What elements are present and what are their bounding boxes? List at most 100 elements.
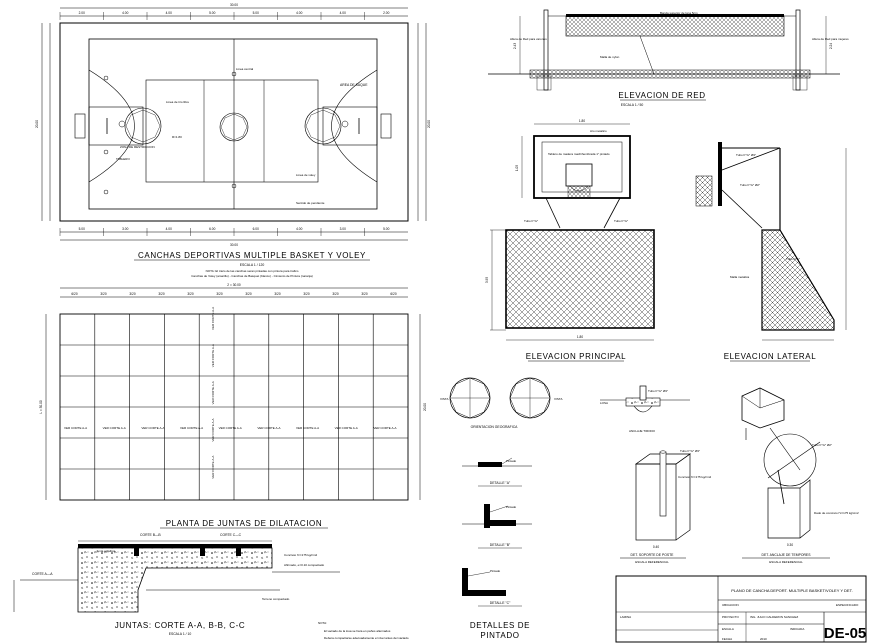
joint-label: VER CORTE A-A xyxy=(64,426,87,430)
joint-col-dim: 3/20 xyxy=(158,292,164,296)
court-total-width: 30.00 xyxy=(230,3,238,7)
joint-label: VER CORTE A-A xyxy=(219,426,242,430)
joint-label-v: VER CORTE A-A xyxy=(211,307,215,330)
juntas-scale: ESCALA 1 / 10 xyxy=(169,632,192,636)
detalle-b-title: DETALLE "B" xyxy=(490,543,511,547)
tb-row4-value: 2010 xyxy=(760,637,767,641)
joint-col-dim: 6/20 xyxy=(390,292,396,296)
tubo-fo-right: Tubo F°G° xyxy=(614,219,629,223)
juntas-corte-title: JUNTAS: CORTE A-A, B-B, C-C xyxy=(115,621,246,630)
detalle-c-title: DETALLE "C" xyxy=(490,601,511,605)
court-total-height: 20.00 xyxy=(35,120,39,128)
detalle-a-title: DETALLE "A" xyxy=(490,481,511,485)
tubo-lateral-3: Tubo F°G° xyxy=(786,257,801,261)
orient-right: VISTA xyxy=(554,397,562,401)
court-bottom-dim: 6.00 xyxy=(253,227,259,231)
joint-col-dim: 6/20 xyxy=(71,292,77,296)
joint-labels: VER CORTE A-A VER CORTE A-A VER CORTE A-A V… xyxy=(64,307,396,479)
joints-top-total: 2 = 30.00 xyxy=(227,283,241,287)
canchas-note-2: Canchas de Voley (amarillo) - Canchas de… xyxy=(191,274,313,278)
court-total-height-right: 20.00 xyxy=(427,120,431,128)
sentido-label: Sentido de pendiente xyxy=(296,201,325,205)
joint-col-dim: 3/20 xyxy=(129,292,135,296)
elevacion-red: Altura de Red para varones Altura de Red… xyxy=(488,9,849,107)
joint-label: VER CORTE A-A xyxy=(257,426,280,430)
joints-left-dim: L = 30.00 xyxy=(39,400,43,413)
det-anclaje-title: DET. ANCLAJE DE TEMPORES xyxy=(762,553,812,557)
court-bottom-dim: 5.00 xyxy=(79,227,85,231)
orient-left: VISTA xyxy=(440,397,448,401)
joint-label: VER CORTE A-A xyxy=(180,426,203,430)
tubo-fo-left: Tubo F°G° xyxy=(524,219,539,223)
joint-label: VER CORTE A-A xyxy=(296,426,319,430)
joint-grid xyxy=(60,314,408,500)
joint-label-v: VER CORTE A-A xyxy=(211,456,215,479)
orientacion: VISTA VISTA ORIENTACION GEOGRAFICA xyxy=(440,377,562,429)
elevacion-lateral: Tubo F°G° Ø3" Tubo F°G° Ø2" Tubo F°G° Ma… xyxy=(695,142,847,362)
elevacion-principal: 1.80 1.05 Aro metalico Tablero de madera… xyxy=(485,119,655,362)
tb-row1-label: UBICACION xyxy=(722,603,739,607)
backboard-height: 1.05 xyxy=(515,165,519,171)
title-block: PLANO DE CANCHA DEPORT. MULTIPLE BASKET/… xyxy=(615,575,867,643)
joint-col-dim: 3/20 xyxy=(216,292,222,296)
soporte-tubo-2: Tubo F°G° Ø3" xyxy=(680,449,700,453)
pintado-b: Pintado xyxy=(506,505,517,509)
linea-central-label: Linea central xyxy=(236,67,254,71)
soporte-concreto: Concreto f'c=175 kg/cm2 xyxy=(678,475,712,479)
court-top-dim: 5.00 xyxy=(253,11,259,15)
elev-principal-title: ELEVACION PRINCIPAL xyxy=(526,352,626,361)
court-bottom-dim: 4.00 xyxy=(296,227,302,231)
soporte-losa: LOSA xyxy=(600,401,608,405)
court-bottom-dim: 3.00 xyxy=(122,227,128,231)
tubo-lateral-2: Tubo F°G° Ø2" xyxy=(740,183,760,187)
joint-label: VER CORTE A-A xyxy=(373,426,396,430)
red-dim-1: 2.43 xyxy=(513,43,517,49)
altura-red-right: Altura de Red para mujeres xyxy=(812,37,849,41)
radio-label: R=1.80 xyxy=(172,135,182,139)
tb-row1-value: ESPECIFICADO xyxy=(836,603,859,607)
sello-note: Sello elastico (ver especificaciones) xyxy=(180,543,228,547)
backboard-width: 1.80 xyxy=(579,119,585,123)
pintado-c: Pintado xyxy=(490,569,501,573)
tablero-label: TABLERO xyxy=(116,157,130,161)
tb-row2-label: PROYECTO xyxy=(722,615,739,619)
detalles-pintado: Pintado DETALLE "A" Pintado DETALLE "B" … xyxy=(462,457,532,640)
orientacion-title: ORIENTACION GEOGRAFICA xyxy=(471,425,519,429)
court-bottom-dim: 3.00 xyxy=(340,227,346,231)
tb-row3-label: ESCALA xyxy=(722,627,734,631)
soporte-escala: ESCALA REFERENCIAL xyxy=(635,560,669,564)
tubo-lateral-1: Tubo F°G° Ø3" xyxy=(736,153,756,157)
joint-col-dim: 3/20 xyxy=(187,292,193,296)
anclaje-tirodo-label: ANCLAJE TIRODO xyxy=(629,429,656,433)
corte-aa-label: CORTE A—A xyxy=(32,572,53,576)
corte-cc-label: CORTE C—C xyxy=(220,533,242,537)
tb-lamina: LAMINA xyxy=(620,615,631,619)
canchas-note: NOTA: El trazo de las canchas seran pint… xyxy=(206,269,299,273)
tablero-desc: Tablero de madera machihembrada 1" pinta… xyxy=(548,152,610,156)
joint-col-dim: 3/20 xyxy=(274,292,280,296)
malla-lateral: Malla metalica xyxy=(730,275,750,279)
det-soporte-title: DET. SOPORTE DE POSTE xyxy=(631,553,675,557)
joint-col-dim: 3/20 xyxy=(245,292,251,296)
court-top-dim: 5.00 xyxy=(209,11,215,15)
anclaje-dim: 0.30 xyxy=(787,543,793,547)
tb-row2-value: ING. JULIO CALDERON SANCHEZ xyxy=(750,615,798,619)
junta-asf-note: Junta asfaltica xyxy=(96,549,116,553)
court-total-width-bottom: 30.00 xyxy=(230,243,238,247)
joint-label: VER CORTE A-A xyxy=(103,426,126,430)
soporte-tubo: Tubo F°G° Ø3" xyxy=(648,389,668,393)
joint-label: VER CORTE A-A xyxy=(141,426,164,430)
anclaje-escala: ESCALA REFERENCIAL xyxy=(769,560,803,564)
afirmado-note: Afirmado, e=0.10 compactado xyxy=(284,563,324,567)
canchas-scale: ESCALA 1 / 120 xyxy=(240,263,265,267)
altura-red-left: Altura de Red para varones xyxy=(510,37,547,41)
juntas-note-1: El vaciado de la losa se hara en paños a… xyxy=(324,629,391,633)
soporte-poste: Tubo F°G° Ø3" Concreto f'c=175 kg/cm2 0.… xyxy=(620,449,712,564)
base-width: 1.80 xyxy=(577,335,583,339)
terreno-note: Terreno compactado xyxy=(262,597,290,601)
juntas-notes-title: NOTA: xyxy=(318,621,327,625)
